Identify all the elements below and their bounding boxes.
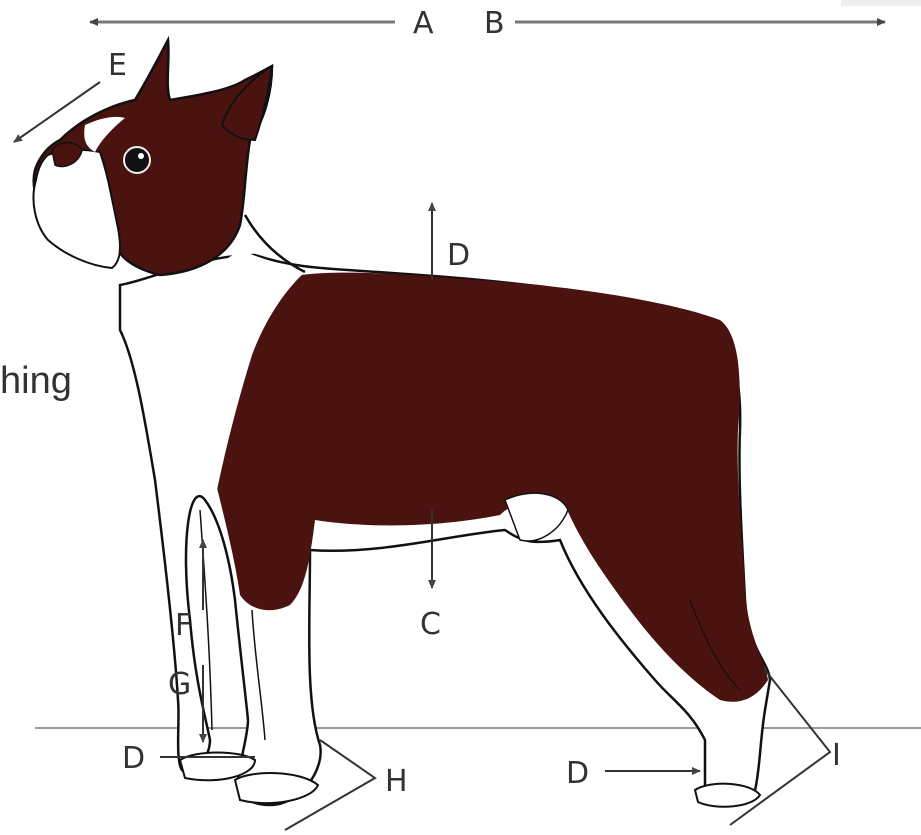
dog-rear-foot xyxy=(695,784,760,807)
label-d-rear-foot: D xyxy=(566,756,589,791)
label-h: H xyxy=(385,764,408,799)
label-i: I xyxy=(832,738,841,773)
dog-illustration xyxy=(33,40,770,807)
label-f: F xyxy=(175,608,192,643)
label-c: C xyxy=(420,607,441,642)
label-a: A xyxy=(413,6,434,41)
label-g: G xyxy=(168,667,191,702)
dog-eye-highlight xyxy=(138,153,144,159)
label-d-back: D xyxy=(447,238,470,273)
label-d-front-foot: D xyxy=(122,741,145,776)
dog-eye xyxy=(124,147,150,173)
label-e: E xyxy=(108,48,127,83)
label-b: B xyxy=(484,6,505,41)
dog-front-foot-right xyxy=(235,773,318,803)
